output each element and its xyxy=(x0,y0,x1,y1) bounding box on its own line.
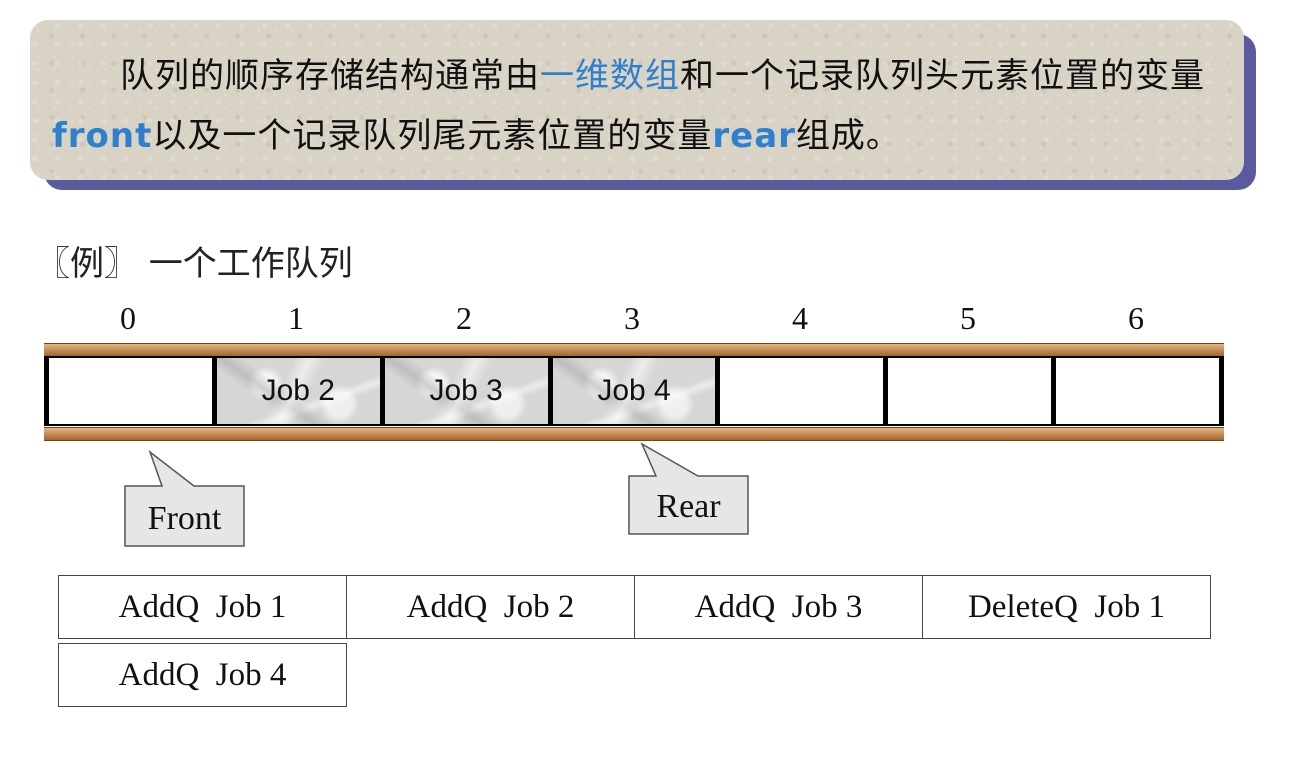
intro-box: 队列的顺序存储结构通常由一维数组和一个记录队列头元素位置的变量 front以及一个… xyxy=(30,20,1244,180)
array-cell-3: Job 4 xyxy=(552,356,721,426)
index-label-0: 0 xyxy=(120,300,136,336)
front-label: Front xyxy=(147,500,222,537)
array-rail-bottom xyxy=(44,427,1224,441)
index-label-4: 4 xyxy=(792,300,808,336)
array-cell-5 xyxy=(888,356,1057,426)
queue-array: Job 2 Job 3 Job 4 xyxy=(44,356,1225,426)
operation-5: AddQ Job 4 xyxy=(58,643,347,707)
array-cell-4 xyxy=(720,356,889,426)
operation-4: DeleteQ Job 1 xyxy=(922,575,1211,639)
operation-1: AddQ Job 1 xyxy=(58,575,347,639)
front-pointer-callout: Front xyxy=(122,448,248,550)
intro-text-part1: 队列的顺序存储结构通常由 xyxy=(120,56,540,96)
operation-2: AddQ Job 2 xyxy=(346,575,635,639)
rear-callout-shape xyxy=(628,442,749,535)
intro-text-part4: 组成。 xyxy=(795,116,901,156)
array-cell-2: Job 3 xyxy=(384,356,553,426)
front-callout-shape xyxy=(124,449,245,547)
rear-label: Rear xyxy=(656,488,721,525)
index-label-6: 6 xyxy=(1128,300,1144,336)
array-cell-1: Job 2 xyxy=(216,356,385,426)
rear-pointer-callout: Rear xyxy=(626,440,752,538)
index-label-3: 3 xyxy=(624,300,640,336)
array-cell-0 xyxy=(49,356,217,426)
highlight-1d-array: 一维数组 xyxy=(540,56,680,96)
index-label-1: 1 xyxy=(288,300,304,336)
index-label-5: 5 xyxy=(960,300,976,336)
operation-3: AddQ Job 3 xyxy=(634,575,923,639)
example-title: 〖例〗 一个工作队列 xyxy=(36,244,353,284)
array-rail-top xyxy=(44,343,1224,357)
intro-text-part2: 和一个记录队列头元素位置的变量 xyxy=(680,56,1205,96)
array-cell-6 xyxy=(1056,356,1225,426)
intro-text-part3: 以及一个记录队列尾元素位置的变量 xyxy=(152,116,713,156)
index-label-2: 2 xyxy=(456,300,472,336)
highlight-front: front xyxy=(52,116,153,156)
intro-paragraph: 队列的顺序存储结构通常由一维数组和一个记录队列头元素位置的变量 front以及一个… xyxy=(52,46,1220,166)
highlight-rear: rear xyxy=(712,116,796,156)
